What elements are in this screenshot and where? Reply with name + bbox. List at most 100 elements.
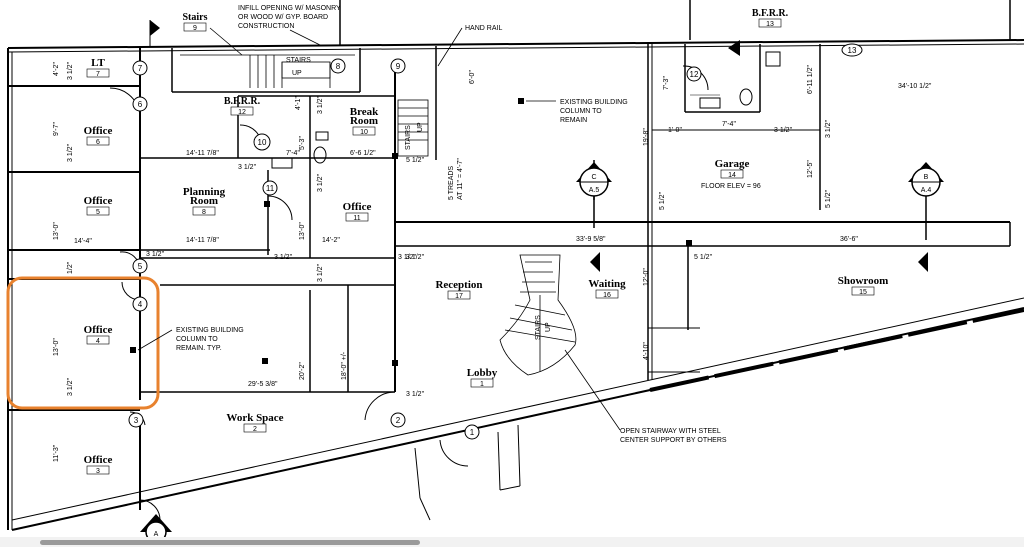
note-stairs-top: STAIRS — [286, 57, 311, 64]
svg-text:4: 4 — [138, 300, 143, 309]
svg-text:13'-0": 13'-0" — [53, 338, 60, 356]
section-marker-a: A — [140, 514, 172, 537]
door-tag-6: 6 — [132, 96, 148, 112]
svg-text:B.F.R.R.: B.F.R.R. — [752, 8, 789, 19]
svg-text:7: 7 — [138, 64, 143, 73]
note-col-b-1: EXISTING BUILDING — [176, 327, 244, 334]
svg-text:3 1/2": 3 1/2" — [825, 119, 832, 138]
room-bfrr-12: B.F.R.R.12 — [224, 96, 261, 116]
svg-text:14'-4": 14'-4" — [74, 238, 92, 245]
svg-text:3 1/2": 3 1/2" — [274, 254, 293, 261]
svg-text:Waiting: Waiting — [588, 278, 626, 290]
door-tag-4: 4 — [132, 296, 148, 312]
svg-text:Office: Office — [84, 454, 113, 466]
svg-text:5 1/2": 5 1/2" — [659, 191, 666, 210]
note-treads-2: AT 11" = 4'-7" — [457, 158, 464, 200]
room-office-11: Office 11 — [343, 201, 372, 222]
svg-text:3 1/2": 3 1/2" — [67, 377, 74, 396]
svg-text:11: 11 — [353, 215, 360, 222]
svg-text:4'-2": 4'-2" — [53, 62, 60, 76]
door-tag-8: 8 — [330, 58, 346, 74]
note-infill-2: OR WOOD W/ GYP. BOARD — [238, 14, 328, 21]
highlight-box — [6, 276, 160, 410]
svg-text:Work Space: Work Space — [226, 412, 283, 424]
note-up-top: UP — [292, 70, 302, 77]
svg-text:5: 5 — [96, 209, 100, 216]
room-waiting: Waiting 16 — [588, 278, 626, 299]
svg-text:6: 6 — [138, 100, 143, 109]
svg-text:3 1/2": 3 1/2" — [317, 263, 324, 282]
door-tag-10: 10 — [253, 133, 271, 151]
note-hand-rail: HAND RAIL — [465, 25, 502, 32]
svg-text:Showroom: Showroom — [838, 275, 889, 287]
room-lt: LT7 — [86, 57, 110, 78]
note-infill-1: INFILL OPENING W/ MASONRY — [238, 5, 341, 12]
door-tags: 7 6 8 9 10 11 5 4 3 2 1 12 13 — [128, 43, 863, 440]
svg-text:Office: Office — [84, 195, 113, 207]
svg-text:15: 15 — [859, 289, 867, 296]
section-marker-b: B A.4 — [908, 162, 944, 240]
svg-text:9: 9 — [193, 25, 197, 32]
svg-text:9: 9 — [396, 62, 401, 71]
svg-text:6'-0": 6'-0" — [469, 70, 476, 84]
door-tag-1: 1 — [464, 424, 480, 440]
note-open-stair-1: OPEN STAIRWAY WITH STEEL — [620, 428, 721, 435]
svg-text:33'-9 5/8": 33'-9 5/8" — [576, 236, 606, 243]
note-up-small: UP — [417, 122, 424, 132]
room-office-5: Office 5 — [84, 195, 113, 216]
svg-text:Office: Office — [343, 201, 372, 213]
spiral-stair — [499, 254, 621, 431]
svg-text:10: 10 — [360, 129, 368, 136]
svg-text:5 1/2": 5 1/2" — [825, 189, 832, 208]
svg-text:Office: Office — [84, 125, 113, 137]
room-office-6: Office 6 — [84, 125, 113, 146]
door-tag-13: 13 — [841, 43, 863, 57]
svg-text:7'-3": 7'-3" — [663, 76, 670, 90]
svg-text:6: 6 — [96, 139, 100, 146]
svg-text:12: 12 — [238, 109, 246, 116]
svg-text:6'-11 1/2": 6'-11 1/2" — [807, 64, 814, 94]
svg-text:1: 1 — [470, 428, 475, 437]
svg-text:6'-6 1/2": 6'-6 1/2" — [350, 150, 376, 157]
horizontal-scrollbar[interactable] — [0, 537, 1024, 547]
columns — [130, 98, 692, 366]
svg-text:10: 10 — [258, 138, 267, 147]
svg-text:12: 12 — [690, 70, 699, 79]
room-showroom: Showroom 15 — [838, 275, 889, 296]
svg-text:5'-3": 5'-3" — [299, 136, 306, 150]
svg-text:3 1/2": 3 1/2" — [67, 61, 74, 80]
door-tag-11: 11 — [262, 180, 278, 196]
svg-text:3 1/2": 3 1/2" — [146, 251, 165, 258]
svg-text:11'-3": 11'-3" — [53, 444, 60, 462]
svg-text:Room: Room — [190, 195, 218, 207]
scrollbar-thumb[interactable] — [40, 540, 420, 545]
section-a-letter: A — [154, 531, 159, 537]
svg-text:Room: Room — [350, 115, 378, 127]
svg-text:Office: Office — [84, 324, 113, 336]
note-open-stair-2: CENTER SUPPORT BY OTHERS — [620, 437, 727, 444]
svg-text:5: 5 — [138, 262, 143, 271]
section-c-letter: C — [591, 174, 596, 181]
svg-text:5 1/2": 5 1/2" — [406, 157, 425, 164]
svg-text:18'-0" +/-: 18'-0" +/- — [341, 351, 348, 380]
notes: INFILL OPENING W/ MASONRY OR WOOD W/ GYP… — [137, 5, 761, 444]
svg-text:16: 16 — [603, 292, 611, 299]
svg-text:34'-10 1/2": 34'-10 1/2" — [898, 83, 932, 90]
svg-text:19'-8": 19'-8" — [643, 128, 650, 146]
door-tag-9: 9 — [390, 58, 406, 74]
svg-text:14: 14 — [728, 172, 736, 179]
note-col-a-3: REMAIN — [560, 117, 587, 124]
note-stairs-small: STAIRS — [405, 125, 412, 150]
svg-text:4'-10": 4'-10" — [643, 342, 650, 360]
svg-text:8: 8 — [202, 209, 206, 216]
note-stairs-spiral: STAIRS — [535, 315, 542, 340]
svg-text:3 1/2": 3 1/2" — [406, 391, 425, 398]
svg-text:36'-6": 36'-6" — [840, 236, 858, 243]
note-infill-3: CONSTRUCTION — [238, 23, 294, 30]
svg-text:3: 3 — [134, 416, 139, 425]
